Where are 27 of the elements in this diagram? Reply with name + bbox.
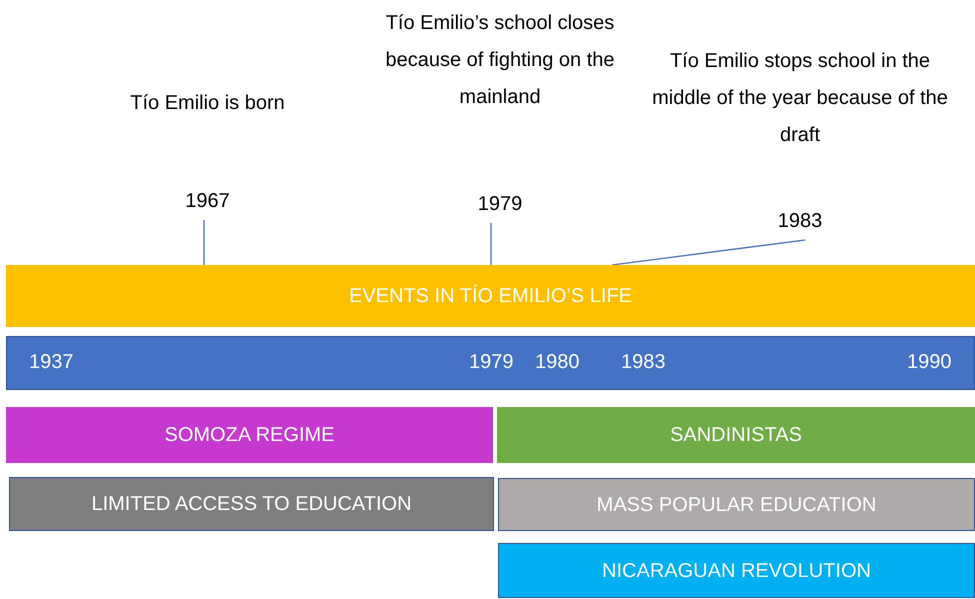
year-label: 1937 [29, 350, 74, 375]
event-description: Tío Emilio’s school closes because of fighting on the mainland [384, 11, 616, 110]
period-bar [498, 478, 975, 531]
year-label: 1983 [621, 350, 666, 375]
event-year: 1983 [778, 209, 822, 234]
year-label: 1979 [469, 350, 514, 375]
bar-label: EVENTS IN TÍO EMILIO’S LIFE [348, 284, 632, 309]
event-description: Tío Emilio is born [130, 91, 285, 116]
timeline-bar [6, 336, 975, 390]
leader-line [612, 239, 806, 266]
period-bar [6, 407, 493, 463]
period-bar [497, 407, 975, 463]
period-bar [9, 477, 494, 531]
title-bar [6, 265, 975, 327]
period-bar [498, 543, 975, 598]
year-label: 1990 [907, 350, 952, 375]
bar-label: SOMOZA REGIME [164, 423, 335, 448]
bar-label: MASS POPULAR EDUCATION [596, 492, 876, 518]
bar-label: NICARAGUAN REVOLUTION [602, 558, 871, 584]
year-label: 1980 [535, 350, 580, 375]
bar-label: SANDINISTAS [670, 423, 802, 448]
event-year: 1967 [185, 189, 230, 214]
bar-label: LIMITED ACCESS TO EDUCATION [91, 492, 412, 517]
event-year: 1979 [478, 192, 522, 217]
leader-line [203, 220, 205, 265]
leader-line [490, 223, 492, 265]
event-description: Tío Emilio stops school in the middle of the year because of the draft [651, 49, 949, 148]
